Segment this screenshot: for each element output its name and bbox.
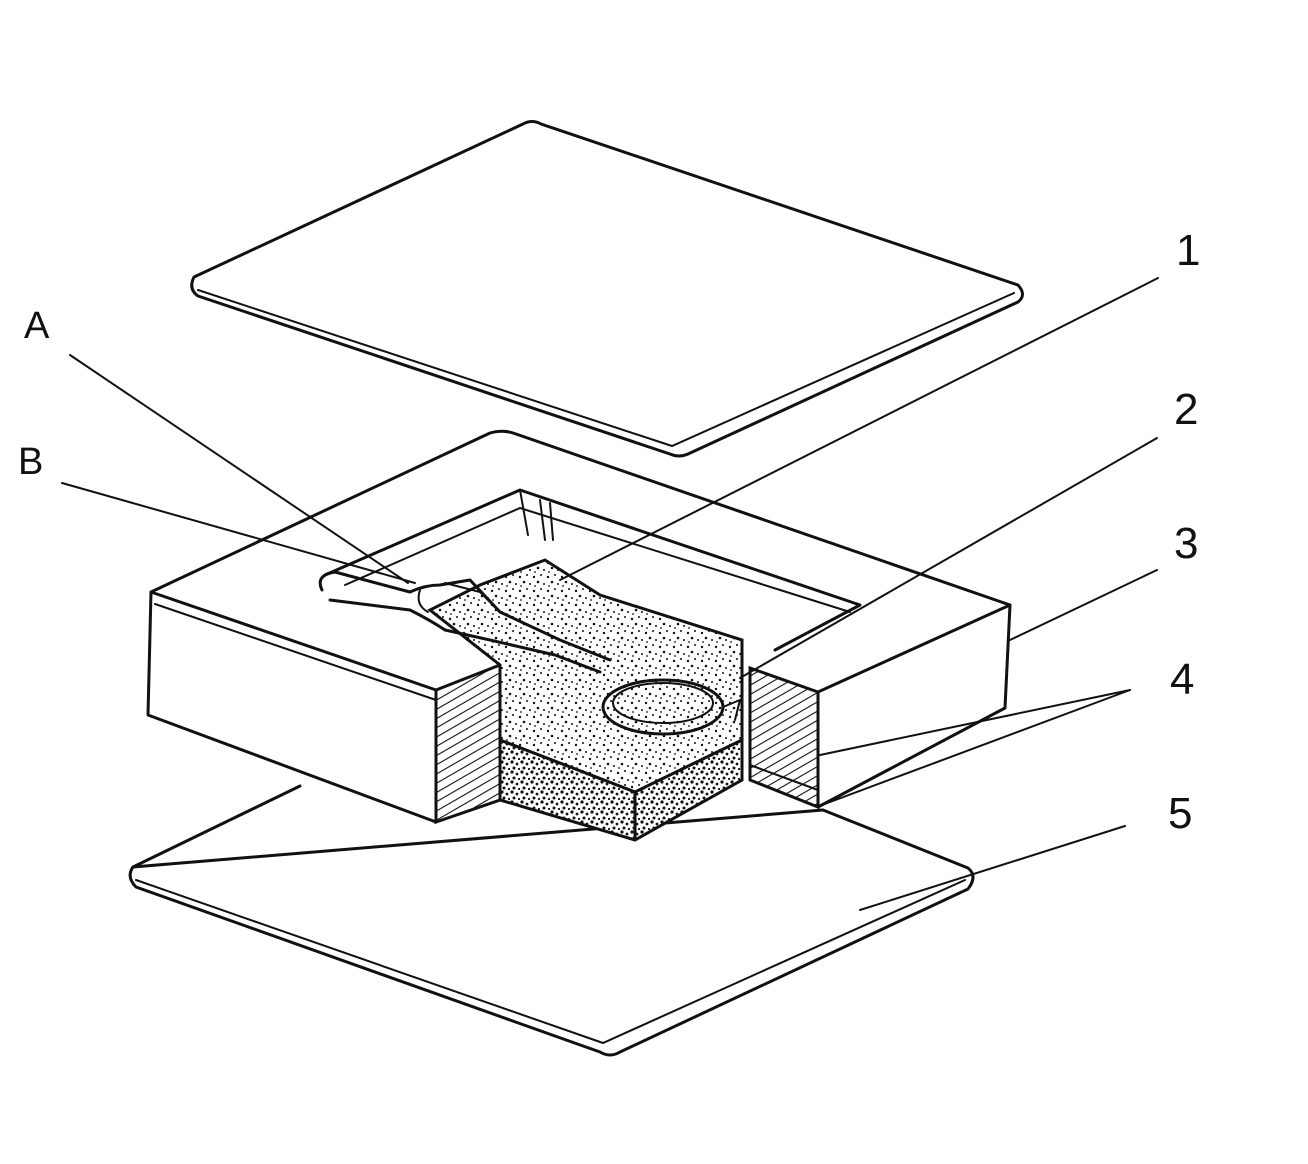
- label-part-1: 1: [1176, 226, 1200, 275]
- leader-B: [61, 482, 416, 584]
- leader-4a: [819, 689, 1131, 756]
- leader-A: [69, 354, 409, 584]
- leader-2: [739, 437, 1158, 679]
- ring-chamber: [601, 678, 742, 736]
- main-body-block: [146, 429, 1012, 825]
- channel-feature: [318, 570, 612, 674]
- label-A: A: [24, 305, 50, 347]
- leader-3: [1009, 569, 1158, 641]
- bottom-base-plate: [128, 784, 975, 1057]
- label-part-3: 3: [1174, 519, 1198, 568]
- label-part-2: 2: [1174, 385, 1198, 434]
- leader-lines: [61, 277, 1159, 911]
- leader-1: [559, 277, 1159, 581]
- top-cover-plate: [190, 120, 1024, 458]
- leader-5: [859, 825, 1126, 911]
- leader-4b: [821, 689, 1131, 806]
- label-B: B: [18, 441, 43, 483]
- label-part-5: 5: [1168, 789, 1192, 838]
- label-part-4: 4: [1170, 655, 1194, 704]
